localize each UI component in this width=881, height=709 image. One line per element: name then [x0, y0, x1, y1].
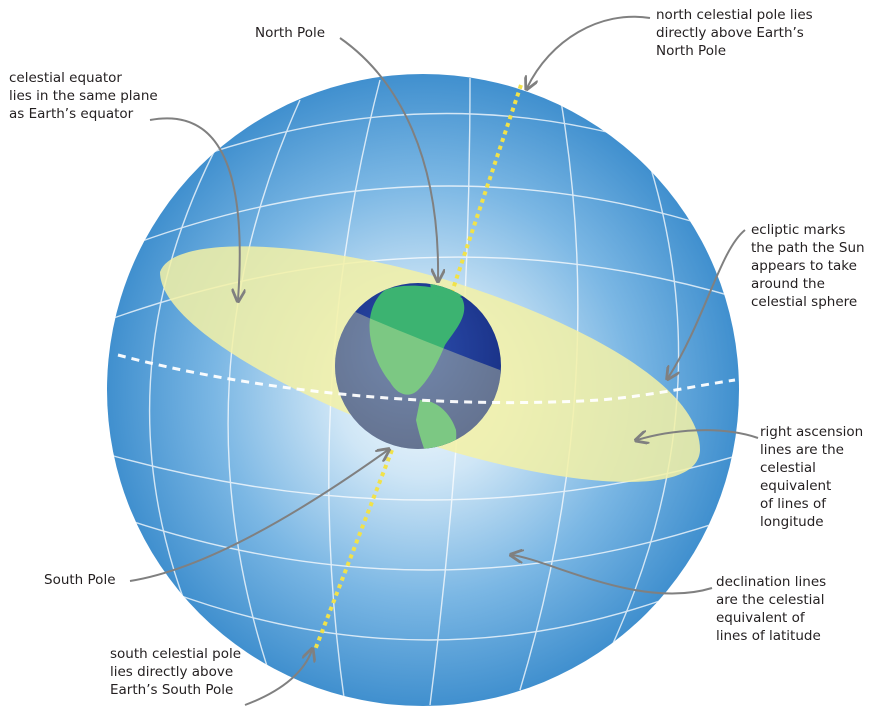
- north-pole-label: North Pole: [255, 25, 326, 41]
- earth-globe: [335, 283, 501, 449]
- ecliptic-label: ecliptic marks the path the Sun appears …: [751, 221, 865, 311]
- north-america: [369, 285, 465, 395]
- celestial-equator: [117, 353, 736, 405]
- right-ascension-line-2: lines are the: [760, 442, 844, 458]
- right-ascension-line-5: of lines of: [760, 496, 827, 512]
- declination-line: [127, 519, 726, 571]
- arrow-scp: [244, 650, 312, 706]
- declination-line: [117, 185, 736, 251]
- right-ascension-line-1: right ascension: [760, 424, 864, 440]
- leader-arrows: [129, 15, 759, 706]
- arrow-south-pole: [129, 450, 388, 582]
- celestial-equator-line-1: celestial equator: [9, 70, 122, 86]
- north-celestial-pole-label: north celestial pole lies directly above…: [656, 6, 813, 60]
- ncp-line-1: north celestial pole lies: [656, 7, 813, 23]
- earth-overlap-tint: [335, 300, 501, 449]
- arrow-right-ascension: [637, 429, 759, 440]
- arrow-declination: [512, 555, 713, 595]
- declination-line-3: equivalent of: [716, 610, 805, 626]
- arrow-celestial-equator: [149, 117, 240, 300]
- ncp-line-2: directly above Earth’s: [656, 25, 804, 41]
- ecliptic-line-4: around the: [751, 276, 825, 292]
- celestial-equator-line-3: as Earth’s equator: [9, 106, 134, 122]
- right-ascension-line-4: equivalent: [760, 478, 832, 494]
- south-pole-label: South Pole: [44, 572, 116, 588]
- celestial-equator-label: celestial equator lies in the same plane…: [9, 69, 158, 123]
- south-celestial-pole-label: south celestial pole lies directly above…: [110, 645, 241, 699]
- right-ascension-line-6: longitude: [760, 514, 824, 530]
- ecliptic-line-5: celestial sphere: [751, 294, 858, 310]
- right-ascension-line: [609, 134, 680, 651]
- right-ascension-line: [227, 99, 301, 691]
- declination-line: [164, 589, 691, 641]
- ecliptic-line-1: ecliptic marks: [751, 222, 846, 238]
- declination-label: declination lines are the celestial equi…: [716, 573, 826, 645]
- ncp-line-3: North Pole: [656, 43, 727, 59]
- declination-line-2: are the celestial: [716, 592, 825, 608]
- scp-line-2: lies directly above: [110, 664, 234, 680]
- south-america: [416, 400, 457, 449]
- declination-line-1: declination lines: [716, 574, 827, 590]
- scp-line-3: Earth’s South Pole: [110, 682, 234, 698]
- right-ascension-label: right ascension lines are the celestial …: [760, 423, 863, 531]
- right-ascension-line-3: celestial: [760, 460, 816, 476]
- declination-line-4: lines of latitude: [716, 628, 821, 644]
- scp-line-1: south celestial pole: [110, 646, 242, 662]
- ecliptic-line-3: appears to take: [751, 258, 857, 274]
- arrow-ecliptic: [668, 229, 746, 378]
- arrow-north-pole: [339, 37, 438, 280]
- celestial-equator-line-2: lies in the same plane: [9, 88, 158, 104]
- celestial-axis-south: [313, 449, 394, 651]
- arrow-ncp: [527, 15, 651, 88]
- ecliptic-line-2: the path the Sun: [751, 240, 865, 256]
